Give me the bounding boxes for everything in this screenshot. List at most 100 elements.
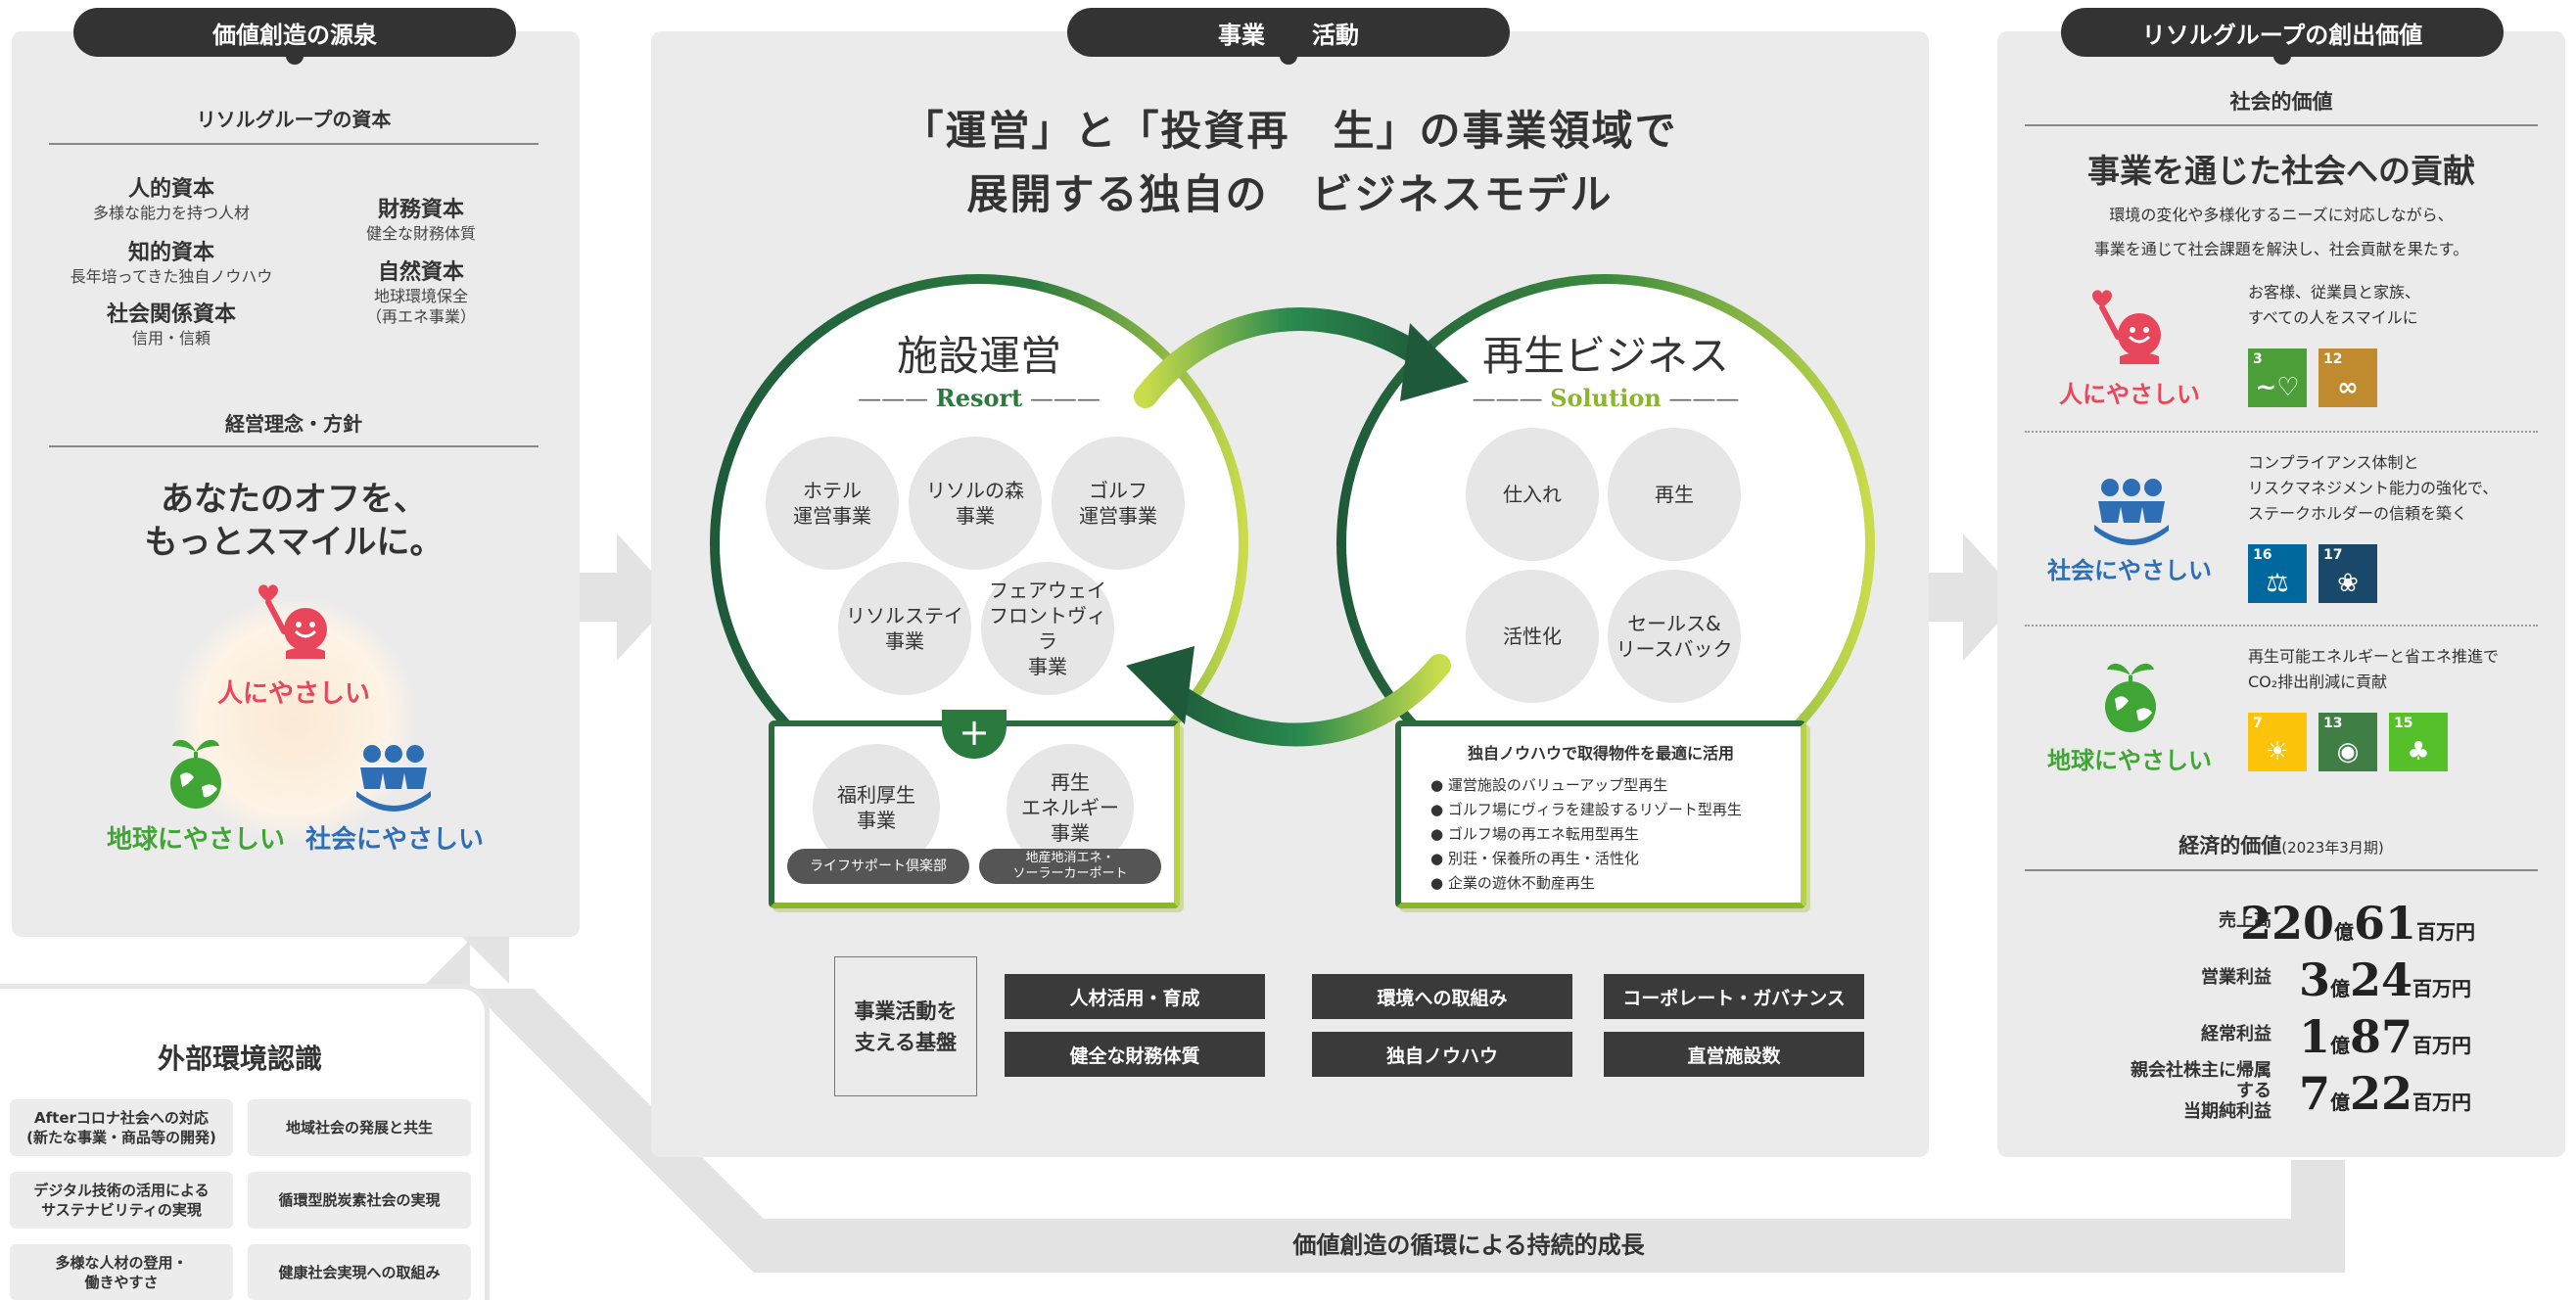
kind-society-label: 社会にやさしい xyxy=(304,825,484,855)
capital-title: 知的資本 xyxy=(127,241,214,265)
econ-heading-wrap: 経済的価値(2023年3月期) xyxy=(2022,830,2541,859)
econ-label: 売上高 xyxy=(2219,909,2272,931)
econ-value: 220億61百万円 xyxy=(2240,897,2476,950)
foundation-item: 健全な財務体質 xyxy=(1005,1032,1265,1077)
capital-title: 財務資本 xyxy=(377,198,464,222)
sdg-17-icon: 17❀ xyxy=(2318,544,2377,603)
external-item: デジタル技術の活用による サステナビリティの実現 xyxy=(10,1172,233,1229)
philosophy-heading: 経営理念・方針 xyxy=(225,412,362,436)
foundation-item: 独自ノウハウ xyxy=(1312,1032,1572,1077)
society-icon xyxy=(2094,479,2169,545)
econ-value: 3億24百万円 xyxy=(2299,953,2472,1006)
resort-sub-text: Resort xyxy=(935,384,1023,412)
resort-item: ゴルフ 運営事業 xyxy=(1052,437,1185,570)
value-desc: コンプライアンス体制と リスクマネジメント能力の強化で、 ステークホルダーの信頼… xyxy=(2248,453,2499,523)
external-item: 地域社会の発展と共生 xyxy=(248,1099,471,1156)
sdg-12-icon: 12∞ xyxy=(2318,348,2377,407)
sdg-13-icon: 13◉ xyxy=(2318,713,2377,771)
knowhow-bullet: ● 運営施設のバリューアップ型再生 xyxy=(1430,776,1668,794)
value-divider xyxy=(2025,625,2538,627)
cycle-arrow-top xyxy=(1134,307,1441,408)
flow-arrow-left xyxy=(576,534,676,661)
right-pill: リソルグループの創出価値 xyxy=(2061,8,2504,65)
knowhow-bullet: ● 企業の遊休不動産再生 xyxy=(1430,874,1595,892)
econ-label: 経常利益 xyxy=(2201,1023,2272,1045)
sdg-16-icon: 16⚖ xyxy=(2248,544,2307,603)
capital-rule xyxy=(49,143,539,145)
external-item: 多様な人材の登用・ 働きやすさ xyxy=(10,1244,233,1300)
capital-financial: 財務資本 健全な財務体質 xyxy=(313,192,529,244)
econ-rule xyxy=(2025,869,2538,871)
knowhow-bullet: ● 別荘・保養所の再生・活性化 xyxy=(1430,850,1639,867)
external-item: 循環型脱炭素社会の実現 xyxy=(248,1172,471,1229)
philosophy-rule xyxy=(49,445,539,447)
social-title: 事業を通じた社会への貢献 xyxy=(2087,152,2475,190)
solution-item: セールス& リースバック xyxy=(1608,570,1741,703)
heart-person-icon xyxy=(2092,290,2161,364)
solution-sub: ——— Solution ——— xyxy=(1472,384,1740,412)
capital-sub: 信用・信頼 xyxy=(131,329,211,348)
external-heading: 外部環境認識 xyxy=(157,1043,322,1075)
earth-icon xyxy=(170,739,221,809)
left-pill: 価値創造の源泉 xyxy=(73,8,516,65)
econ-heading: 経済的価値 xyxy=(2178,834,2282,858)
value-label: 地球にやさしい xyxy=(2047,747,2212,774)
kind-people-label: 人にやさしい xyxy=(216,679,370,709)
econ-label: 親会社株主に帰属する 当期純利益 xyxy=(2131,1059,2272,1122)
slogan-line1: あなたのオフを、 xyxy=(161,480,427,519)
cycle-arrow-top-head xyxy=(1400,323,1469,401)
cycle-label: 価値創造の循環による持続的成長 xyxy=(1292,1231,1645,1259)
econ-label: 営業利益 xyxy=(2201,966,2272,988)
cycle-arrow-bottom-head xyxy=(1126,646,1194,724)
flow-arrow-right xyxy=(1924,534,2022,661)
center-pill: 事業 活動 xyxy=(1067,8,1510,65)
capital-intellectual: 知的資本 長年培ってきた独自ノウハウ xyxy=(39,235,304,287)
econ-period: (2023年3月期) xyxy=(2281,839,2384,857)
capital-title: 自然資本 xyxy=(377,260,464,285)
heart-person-icon xyxy=(258,584,327,659)
foundation-item: 環境への取組み xyxy=(1312,974,1572,1019)
social-desc1: 環境の変化や多様化するニーズに対応しながら、 xyxy=(2109,206,2454,224)
society-icon xyxy=(356,745,431,812)
solution-sub-text: Solution xyxy=(1550,384,1662,412)
knowhow-title: 独自ノウハウで取得物件を最適に活用 xyxy=(1467,744,1734,763)
headline-line2: 展開する独自の ビジネスモデル xyxy=(966,170,1614,218)
foundation-item: 人材活用・育成 xyxy=(1005,974,1265,1019)
solution-item: 仕入れ xyxy=(1466,428,1599,561)
solution-item: 活性化 xyxy=(1466,570,1599,703)
plus-tag: ライフサポート倶楽部 xyxy=(787,849,969,884)
resort-title: 施設運営 xyxy=(896,332,1061,380)
resort-item: リソルステイ 事業 xyxy=(838,562,971,695)
solution-title: 再生ビジネス xyxy=(1481,332,1729,380)
value-label: 人にやさしい xyxy=(2059,381,2200,408)
external-item: 健康社会実現への取組み xyxy=(248,1244,471,1300)
resort-item: リソルの森 事業 xyxy=(909,437,1042,570)
cycle-band xyxy=(421,940,2345,1273)
capital-title: 社会関係資本 xyxy=(106,302,236,327)
capital-title: 人的資本 xyxy=(127,177,214,202)
knowhow-bullet: ● ゴルフ場の再エネ転用型再生 xyxy=(1430,825,1639,843)
social-rule xyxy=(2025,124,2538,126)
econ-row: 営業利益 3億24百万円 xyxy=(2115,950,2506,1006)
solution-item: 再生 xyxy=(1608,428,1741,561)
plus-tag: 地産地消エネ・ ソーラーカーポート xyxy=(979,849,1161,884)
econ-row: 売上高 220億61百万円 xyxy=(2115,893,2506,950)
econ-value: 7億22百万円 xyxy=(2299,1067,2472,1120)
value-divider xyxy=(2025,431,2538,433)
capital-heading: リソルグループの資本 xyxy=(196,108,392,131)
resort-item: フェアウェイ フロントヴィラ 事業 xyxy=(981,562,1114,695)
kind-earth-label: 地球にやさしい xyxy=(106,825,285,855)
sdg-15-icon: 15♣ xyxy=(2389,713,2448,771)
econ-row: 親会社株主に帰属する 当期純利益 7億22百万円 xyxy=(2115,1059,2506,1122)
econ-value: 1億87百万円 xyxy=(2299,1010,2472,1063)
slogan-line2: もっとスマイルに。 xyxy=(144,523,444,562)
capital-sub: 地球環境保全 （再エネ事業） xyxy=(365,287,476,326)
resort-sub: ——— Resort ——— xyxy=(858,384,1101,412)
knowhow-bullet: ● ゴルフ場にヴィラを建設するリゾート型再生 xyxy=(1430,801,1742,818)
foundation-item: 直営施設数 xyxy=(1604,1032,1864,1077)
capital-sub: 健全な財務体質 xyxy=(365,224,476,243)
knowhow-box: 独自ノウハウで取得物件を最適に活用 ● 運営施設のバリューアップ型再生 ● ゴル… xyxy=(1395,720,1806,908)
social-desc2: 事業を通じて社会課題を解決し、社会貢献を果たす。 xyxy=(2093,240,2469,258)
external-item: Afterコロナ社会への対応 (新たな事業・商品等の開発) xyxy=(10,1099,233,1156)
value-desc: 再生可能エネルギーと省エネ推進で CO₂排出削減に貢献 xyxy=(2248,647,2500,691)
